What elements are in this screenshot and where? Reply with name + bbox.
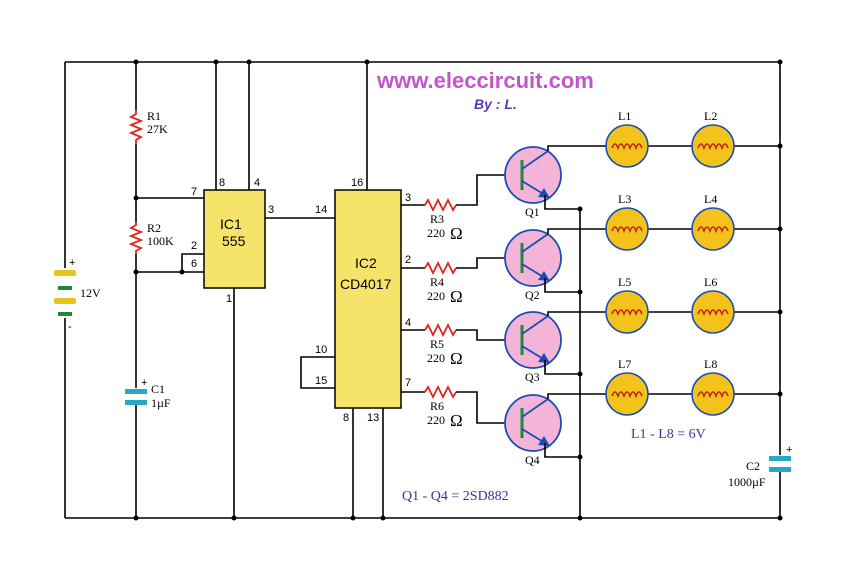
resistor-name: R5	[430, 337, 444, 351]
ohm-symbol: Ω	[450, 224, 463, 243]
ic1-pin-2: 2	[191, 240, 197, 252]
lamp-label: L1	[618, 109, 631, 123]
ic1-pin-7: 7	[191, 186, 197, 198]
emitter-rail	[577, 208, 583, 521]
transistor-label: Q3	[525, 370, 540, 384]
resistor-r5	[424, 322, 457, 338]
ic1-name: IC1	[220, 216, 242, 232]
lamp-label: L6	[704, 275, 717, 289]
resistor-name: R6	[430, 399, 444, 413]
battery-plus-label: +	[69, 257, 75, 269]
ic1-pin-1: 1	[226, 293, 232, 305]
ic2-pin-13: 13	[367, 412, 379, 424]
ic1-pin-6: 6	[191, 258, 197, 270]
r2-value: 100K	[147, 234, 174, 248]
ohm-symbol: Ω	[450, 349, 463, 368]
lamp-label: L5	[618, 275, 631, 289]
transistor-label: Q4	[525, 453, 540, 467]
resistor-value: 220	[427, 413, 445, 427]
power-rails	[64, 61, 781, 519]
transistor-q2	[504, 229, 562, 287]
c2-name: C2	[746, 459, 760, 473]
lamp-label: L4	[704, 192, 717, 206]
ic1-555	[136, 59, 335, 521]
resistor-r3	[424, 197, 457, 213]
ic2-pin-7: 7	[405, 377, 411, 389]
ohm-symbol: Ω	[450, 411, 463, 430]
transistor-q3	[504, 311, 562, 369]
lamp-l6: L6	[691, 275, 735, 334]
c2-value: 1000µF	[728, 475, 766, 489]
transistor-q4	[504, 394, 562, 452]
ic2-cd4017	[300, 59, 402, 521]
lamp-label: L3	[618, 192, 631, 206]
r2-name: R2	[147, 221, 161, 235]
ic2-pin-10: 10	[315, 344, 327, 356]
transistor-label: Q1	[525, 205, 540, 219]
ic1-pin-8: 8	[219, 177, 225, 189]
resistor-value: 220	[427, 289, 445, 303]
lamp-label: L2	[704, 109, 717, 123]
resistor-r2	[128, 222, 144, 254]
lamp-l8: L8	[691, 357, 735, 416]
ic2-pin-15: 15	[315, 375, 327, 387]
c1-value: 1µF	[151, 396, 171, 410]
lamp-l2: L2	[691, 109, 735, 168]
ic2-pin-8: 8	[343, 412, 349, 424]
ic1-part: 555	[222, 233, 246, 249]
battery-minus-label: -	[68, 321, 72, 333]
resistor-value: 220	[427, 226, 445, 240]
ic2-pin-3: 3	[405, 192, 411, 204]
lamp-label: L8	[704, 357, 717, 371]
capacitor-c1-plate-bottom	[125, 400, 147, 405]
c2-plus-label: +	[786, 444, 792, 456]
resistor-r1	[128, 110, 144, 144]
byline-text: By : L.	[474, 96, 517, 112]
lamp-spec-note: L1 - L8 = 6V	[631, 427, 706, 442]
ic1-pin-3: 3	[268, 204, 274, 216]
c1-name: C1	[151, 382, 165, 396]
ic2-pin-2: 2	[405, 254, 411, 266]
resistor-value: 220	[427, 351, 445, 365]
battery-12v: + - 12V	[54, 257, 101, 333]
ic2-name: IC2	[355, 255, 377, 271]
r1-value: 27K	[147, 122, 168, 136]
resistor-name: R3	[430, 212, 444, 226]
resistor-r6	[424, 384, 457, 400]
ic2-pin-4: 4	[405, 317, 411, 329]
capacitor-c1-plate-top	[125, 389, 147, 394]
resistor-r4	[424, 260, 457, 276]
battery-voltage-label: 12V	[80, 286, 101, 300]
timing-branch: +	[125, 59, 147, 521]
lamp-l7: L7	[605, 357, 649, 416]
lamp-l1: L1	[605, 109, 649, 168]
ohm-symbol: Ω	[450, 287, 463, 306]
lamp-l3: L3	[605, 192, 649, 251]
transistor-spec-note: Q1 - Q4 = 2SD882	[402, 489, 509, 504]
capacitor-c2	[769, 59, 791, 521]
transistor-q1	[504, 146, 562, 204]
transistor-label: Q2	[525, 288, 540, 302]
ic1-pin-4: 4	[254, 177, 260, 189]
resistor-name: R4	[430, 275, 444, 289]
lamp-l5: L5	[605, 275, 649, 334]
ic2-pin-14: 14	[315, 204, 327, 216]
watermark-text: www.eleccircuit.com	[376, 68, 594, 93]
r1-name: R1	[147, 109, 161, 123]
ic2-pin-16: 16	[351, 177, 363, 189]
ic2-part: CD4017	[340, 276, 392, 292]
c1-plus-label: +	[141, 377, 147, 389]
lamp-l4: L4	[691, 192, 735, 251]
lamp-label: L7	[618, 357, 631, 371]
